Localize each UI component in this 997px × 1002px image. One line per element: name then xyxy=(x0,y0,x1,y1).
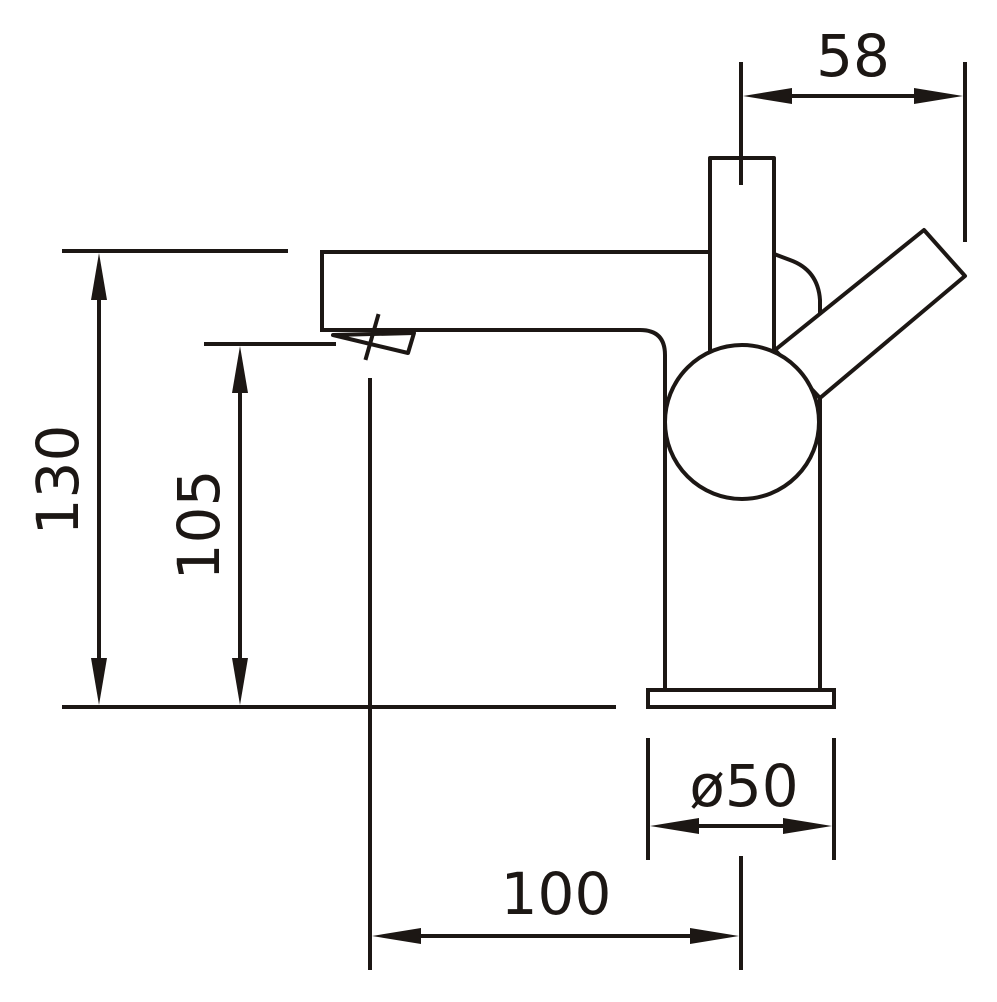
control-stem xyxy=(708,156,776,358)
dim-spout-height: 105 xyxy=(165,346,248,705)
base-plate xyxy=(646,688,836,709)
dim-lever-width-label: 58 xyxy=(816,22,890,90)
dim-spout-reach-label: 100 xyxy=(501,860,612,928)
dim-lever-width: 58 xyxy=(743,22,963,104)
dim-spout-reach: 100 xyxy=(372,860,739,944)
column-back xyxy=(771,251,822,692)
faucet-outline xyxy=(320,156,967,709)
construction-lines xyxy=(62,62,967,970)
dim-overall-height: 130 xyxy=(24,253,107,705)
control-knob xyxy=(663,343,821,501)
dim-spout-height-label: 105 xyxy=(165,470,233,581)
dim-base-diameter: ø50 xyxy=(650,752,832,834)
aerator-tick xyxy=(363,313,381,361)
spout-and-column xyxy=(320,250,714,692)
dim-overall-height-label: 130 xyxy=(24,425,92,536)
dim-base-diameter-label: ø50 xyxy=(689,752,798,820)
